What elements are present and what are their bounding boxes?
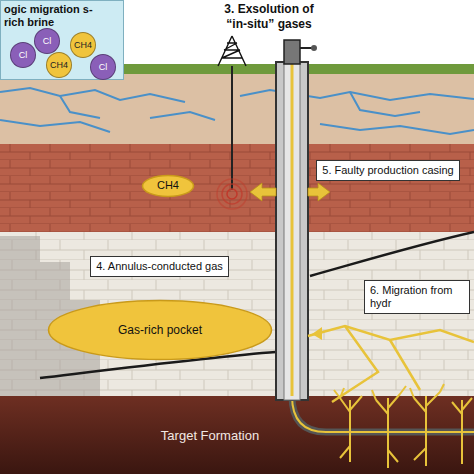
wellhead-valve <box>311 45 317 51</box>
gas-ellipse <box>143 176 194 197</box>
red-rock-layer <box>0 144 474 232</box>
ion-label: CH4 <box>50 60 68 71</box>
hydraulic-fractures <box>334 384 472 468</box>
ion-circle: Cl <box>90 54 116 80</box>
soil-layer <box>0 74 474 144</box>
wellhead <box>284 40 300 64</box>
ripple-circles <box>217 179 247 209</box>
node-text: 5. Faulty production casing <box>322 164 454 177</box>
target-formation <box>0 396 474 474</box>
ion-circle: CH4 <box>70 32 96 58</box>
callout-box: 4. Annulus-conducted gas <box>90 256 229 277</box>
wellhead-valve <box>300 47 312 49</box>
drilling-derrick <box>218 36 246 66</box>
inset-heading: ogic migration s-rich brine <box>1 1 104 29</box>
gas-pocket: Gas-rich pocket <box>47 299 273 361</box>
gas-flow <box>291 46 294 396</box>
fault-line <box>310 232 474 276</box>
ion-label: Cl <box>19 50 28 61</box>
leak-arrow <box>250 183 330 201</box>
inset-panel: ogic migration s-rich brineClCH4ClCH4Cl <box>0 0 124 80</box>
ion-circle: CH4 <box>46 52 72 78</box>
aquifer-cracks <box>0 88 474 134</box>
fracture-arrow <box>312 327 322 340</box>
layer-label: Target Formation <box>140 428 280 444</box>
ion-circle: Cl <box>34 28 60 54</box>
gas-flow <box>292 396 474 432</box>
gas-blob: CH4 <box>141 174 195 198</box>
ion-label: Cl <box>99 62 108 73</box>
node-text: 4. Annulus-conducted gas <box>96 260 223 273</box>
ion-circle: Cl <box>10 42 36 68</box>
fracture-lines <box>308 326 474 402</box>
callout-box: 5. Faulty production casing <box>316 160 460 181</box>
callout-box: 6. Migration from hydr <box>364 280 470 314</box>
node-text: CH4 <box>157 179 179 192</box>
ion-label: CH4 <box>74 40 92 51</box>
ion-label: Cl <box>43 36 52 47</box>
node-text: 6. Migration from hydr <box>370 284 464 310</box>
node-text: Gas-rich pocket <box>118 323 202 337</box>
white-rock-layer <box>0 232 474 396</box>
vertical-well <box>231 66 233 190</box>
horizontal-well <box>292 396 474 432</box>
callout-label: 3. Exsolution of “in-situ” gases <box>213 2 325 32</box>
gas-ellipse <box>49 301 272 360</box>
